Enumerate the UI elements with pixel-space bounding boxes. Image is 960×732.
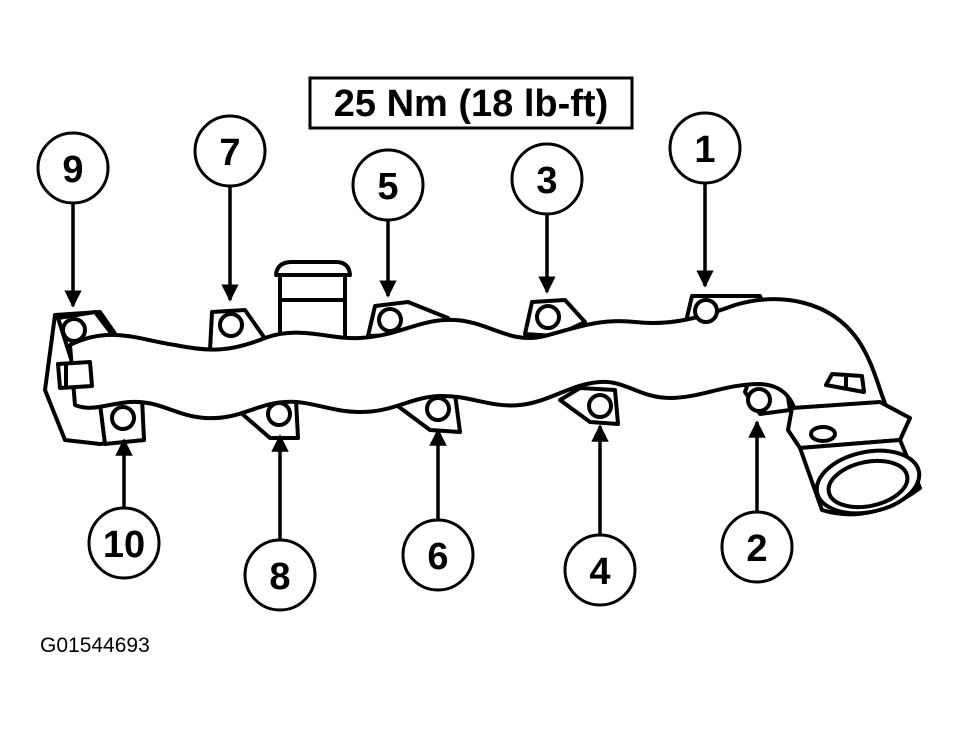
- callout-2-label: 2: [746, 528, 767, 570]
- bolt-hole-2: [746, 387, 772, 413]
- callout-6-label: 6: [427, 536, 448, 578]
- callouts: 1 2 3 4 5 6 7 8: [36, 111, 794, 612]
- callout-9: 9: [36, 131, 110, 205]
- callout-10-label: 10: [103, 524, 145, 566]
- bolt-holes: [61, 298, 772, 431]
- torque-spec-label: 25 Nm (18 lb-ft): [334, 83, 608, 125]
- bolt-hole-4: [587, 393, 613, 419]
- callout-3-label: 3: [536, 160, 557, 202]
- manifold-body: [43, 260, 922, 517]
- callout-1: 1: [668, 111, 742, 185]
- bolt-hole-10: [110, 405, 136, 431]
- callout-8-label: 8: [269, 556, 290, 598]
- callout-7-label: 7: [219, 132, 240, 174]
- callout-4: 4: [563, 533, 637, 607]
- bolt-hole-9: [61, 317, 87, 343]
- bolt-hole-8: [266, 401, 292, 427]
- leader-arrows: [64, 183, 766, 540]
- callout-5: 5: [351, 148, 425, 222]
- figure-id: G01544693: [40, 634, 150, 657]
- manifold-top-pipe: [274, 260, 352, 342]
- callout-9-label: 9: [62, 149, 83, 191]
- callout-2: 2: [720, 510, 794, 584]
- bolt-hole-5: [377, 307, 403, 333]
- callout-10: 10: [87, 506, 161, 580]
- callout-4-label: 4: [589, 551, 610, 593]
- callout-8: 8: [243, 538, 317, 612]
- left-flange-stud: [56, 360, 94, 390]
- bolt-hole-6: [425, 396, 451, 422]
- callout-6: 6: [401, 518, 475, 592]
- bolt-hole-3: [535, 304, 561, 330]
- callout-3: 3: [510, 142, 584, 216]
- callout-1-label: 1: [694, 129, 715, 171]
- bolt-hole-1: [693, 298, 719, 324]
- torque-spec-box: 25 Nm (18 lb-ft): [308, 76, 634, 130]
- callout-5-label: 5: [377, 166, 398, 208]
- callout-7: 7: [193, 114, 267, 188]
- outlet-flange: [786, 400, 922, 517]
- bolt-hole-7: [218, 312, 244, 338]
